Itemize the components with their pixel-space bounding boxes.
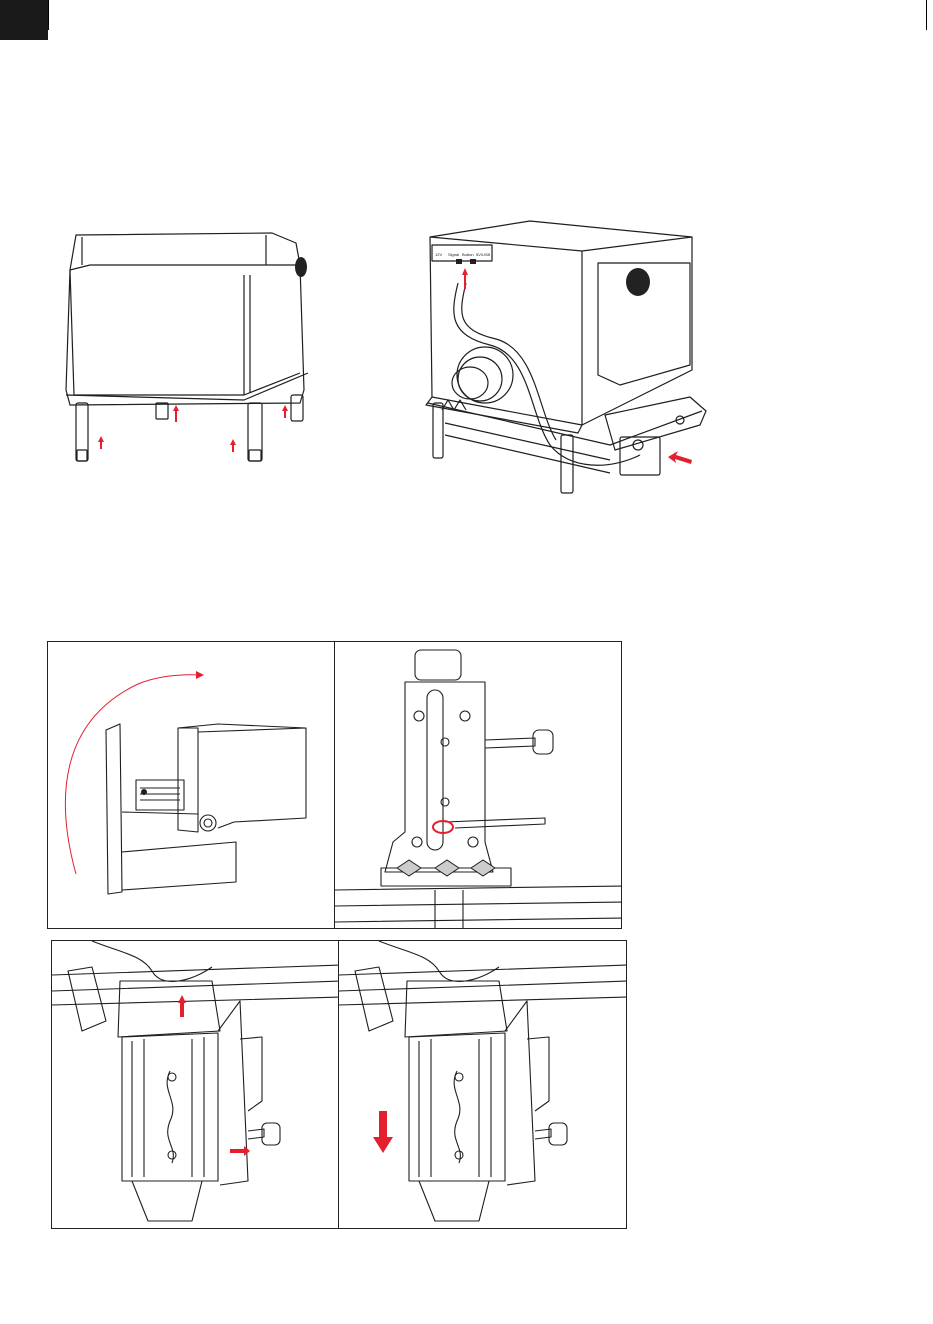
panel-module-lower [338,940,627,1229]
port-label-signal: Signal [448,252,459,257]
up-arrow-icon [98,405,288,452]
up-arrow-icon [178,995,186,1017]
rotate-curve-icon [65,675,200,874]
panel-module-release [51,940,340,1229]
panel-height-adjust [334,641,622,929]
crop-mark-left [48,0,49,30]
figure-enclosure-front [60,225,320,475]
port-label-usb: 5V/USB [476,252,491,257]
port-label-12v: 12V [435,252,442,257]
panel-rotate-bracket [47,641,335,929]
crop-mark-right [926,0,927,30]
figure-enclosure-rear: 12V Signal Button 5V/USB [410,215,710,500]
left-arrow-icon [668,451,692,464]
port-label-button: Button [462,252,474,257]
up-arrow-icon [462,268,468,289]
page-corner-tab [0,0,48,40]
down-arrow-icon [373,1111,393,1153]
